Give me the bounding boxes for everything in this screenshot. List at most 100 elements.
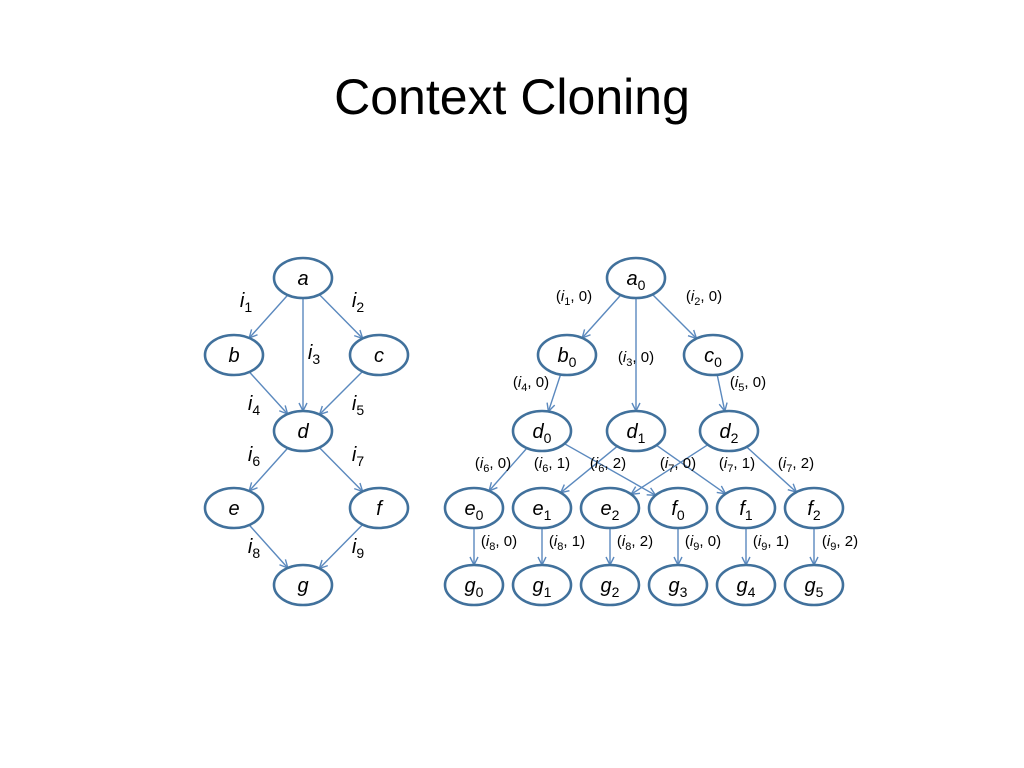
- node-f0-label: f0: [671, 498, 685, 523]
- node-e0-label: e0: [465, 498, 484, 523]
- edge-label-b-d: i4: [248, 393, 260, 418]
- slide-title: Context Cloning: [334, 69, 690, 125]
- node-f-shape: [348, 486, 410, 530]
- node-a: a: [272, 256, 334, 300]
- node-d2-label: d2: [720, 421, 739, 446]
- edge-b0-d0: [548, 374, 562, 412]
- node-b0: b0: [536, 333, 598, 377]
- edge-label-b0-d0: (i4, 0): [513, 374, 549, 394]
- node-b-label: b: [228, 345, 239, 367]
- edge-d-f: [318, 447, 362, 492]
- edge-label-d1-e1: (i6, 1): [534, 455, 570, 475]
- edge-label-a0-b0: (i1, 0): [556, 288, 592, 308]
- node-a0-shape: [605, 256, 667, 300]
- node-c: c: [348, 333, 410, 377]
- edge-label-d-e: i6: [248, 444, 260, 469]
- edge-label-f-g: i9: [352, 536, 364, 561]
- edge-label-e1-g1: (i8, 1): [549, 533, 585, 553]
- node-b0-label: b0: [558, 345, 577, 370]
- edge-e-g: [248, 524, 288, 568]
- edge-label-f2-g5: (i9, 2): [822, 533, 858, 553]
- node-g: g: [272, 563, 334, 607]
- node-f0-shape: [647, 486, 709, 530]
- node-e1: e1: [511, 486, 573, 530]
- node-g5-label: g5: [805, 575, 824, 600]
- node-f2: f2: [783, 486, 845, 530]
- node-g3-label: g3: [669, 575, 688, 600]
- edge-f-g: [319, 524, 364, 569]
- node-g2-label: g2: [601, 575, 620, 600]
- node-b0-shape: [536, 333, 598, 377]
- edge-d0-e0: [489, 447, 528, 491]
- node-d0-shape: [511, 409, 573, 453]
- edge-b-d: [248, 371, 287, 414]
- node-f-label: f: [376, 498, 384, 520]
- edge-a-b: [249, 294, 289, 338]
- node-e0-shape: [443, 486, 505, 530]
- node-a-label: a: [297, 268, 308, 290]
- node-a0: a0: [605, 256, 667, 300]
- node-e2-shape: [579, 486, 641, 530]
- node-d: d: [272, 409, 334, 453]
- node-g0-shape: [443, 563, 505, 607]
- node-d2: d2: [698, 409, 760, 453]
- node-g4: g4: [715, 563, 777, 607]
- edge-d-e: [249, 447, 289, 491]
- edge-label-a-b: i1: [240, 290, 252, 315]
- node-a-shape: [272, 256, 334, 300]
- node-e0: e0: [443, 486, 505, 530]
- edge-a0-c0: [652, 294, 697, 339]
- edge-label-a0-d1: (i3, 0): [618, 349, 654, 369]
- node-d-shape: [272, 409, 334, 453]
- edge-c0-d2: [716, 374, 725, 411]
- node-f2-shape: [783, 486, 845, 530]
- node-g4-shape: [715, 563, 777, 607]
- edge-label-e-g: i8: [248, 536, 260, 561]
- node-g5-shape: [783, 563, 845, 607]
- edge-label-d0-e0: (i6, 0): [475, 455, 511, 475]
- node-b: b: [203, 333, 265, 377]
- node-c-label: c: [374, 345, 384, 367]
- node-a0-label: a0: [627, 268, 646, 293]
- node-c0-shape: [682, 333, 744, 377]
- node-g1-label: g1: [533, 575, 552, 600]
- node-d0: d0: [511, 409, 573, 453]
- edge-d2-e2: [631, 444, 709, 495]
- edge-label-d2-e2: (i6, 2): [590, 455, 626, 475]
- edge-label-d2-f2: (i7, 2): [778, 455, 814, 475]
- node-g3-shape: [647, 563, 709, 607]
- node-c0: c0: [682, 333, 744, 377]
- edge-d1-f1: [655, 444, 725, 494]
- node-g2-shape: [579, 563, 641, 607]
- node-c-shape: [348, 333, 410, 377]
- node-g5: g5: [783, 563, 845, 607]
- node-e: e: [203, 486, 265, 530]
- node-g2: g2: [579, 563, 641, 607]
- edge-label-d1-f1: (i7, 1): [719, 455, 755, 475]
- node-d-label: d: [297, 421, 309, 443]
- node-e-shape: [203, 486, 265, 530]
- node-e2-label: e2: [601, 498, 620, 523]
- node-g1: g1: [511, 563, 573, 607]
- node-f1-shape: [715, 486, 777, 530]
- edge-label-e0-g0: (i8, 0): [481, 533, 517, 553]
- node-g4-label: g4: [737, 575, 756, 600]
- edge-a-c: [318, 294, 362, 339]
- node-e2: e2: [579, 486, 641, 530]
- node-g1-shape: [511, 563, 573, 607]
- node-f1-label: f1: [739, 498, 753, 523]
- edge-label-c0-d2: (i5, 0): [730, 374, 766, 394]
- node-g0: g0: [443, 563, 505, 607]
- node-g-shape: [272, 563, 334, 607]
- edge-label-d-f: i7: [352, 444, 364, 469]
- edge-c-d: [320, 371, 363, 415]
- node-g0-label: g0: [465, 575, 484, 600]
- node-f2-label: f2: [807, 498, 821, 523]
- node-d0-label: d0: [533, 421, 552, 446]
- edge-label-e2-g2: (i8, 2): [617, 533, 653, 553]
- edge-label-a-d: i3: [308, 342, 320, 367]
- node-e1-label: e1: [533, 498, 552, 523]
